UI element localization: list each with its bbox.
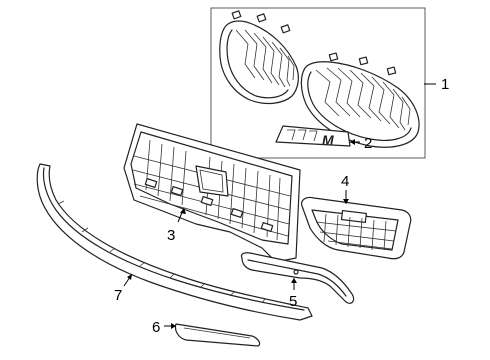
- grille-mesh-panel: [123, 123, 301, 263]
- callout-5-label: 5: [289, 293, 297, 310]
- callout-3: 3: [167, 207, 186, 244]
- callout-1-label: 1: [441, 76, 449, 93]
- kidney-grille: [219, 10, 420, 148]
- trim-strip: [174, 323, 261, 347]
- callout-6-label: 6: [152, 319, 160, 336]
- callout-7-label: 7: [114, 287, 122, 304]
- callout-1: 1: [424, 76, 449, 93]
- badge-text: M: [322, 132, 334, 148]
- callout-7: 7: [114, 273, 133, 304]
- air-duct-trim: [240, 252, 355, 304]
- callout-3-label: 3: [167, 227, 175, 244]
- callout-2-label: 2: [364, 135, 372, 152]
- lower-spoiler: [36, 163, 313, 321]
- callout-6: 6: [152, 319, 176, 336]
- side-grille-insert: [301, 196, 412, 260]
- detail-box: [210, 7, 426, 159]
- m-badge: M: [275, 125, 351, 148]
- callout-4-label: 4: [341, 173, 349, 190]
- callout-5: 5: [289, 278, 297, 310]
- callout-4: 4: [341, 173, 349, 204]
- callout-2: 2: [350, 135, 372, 152]
